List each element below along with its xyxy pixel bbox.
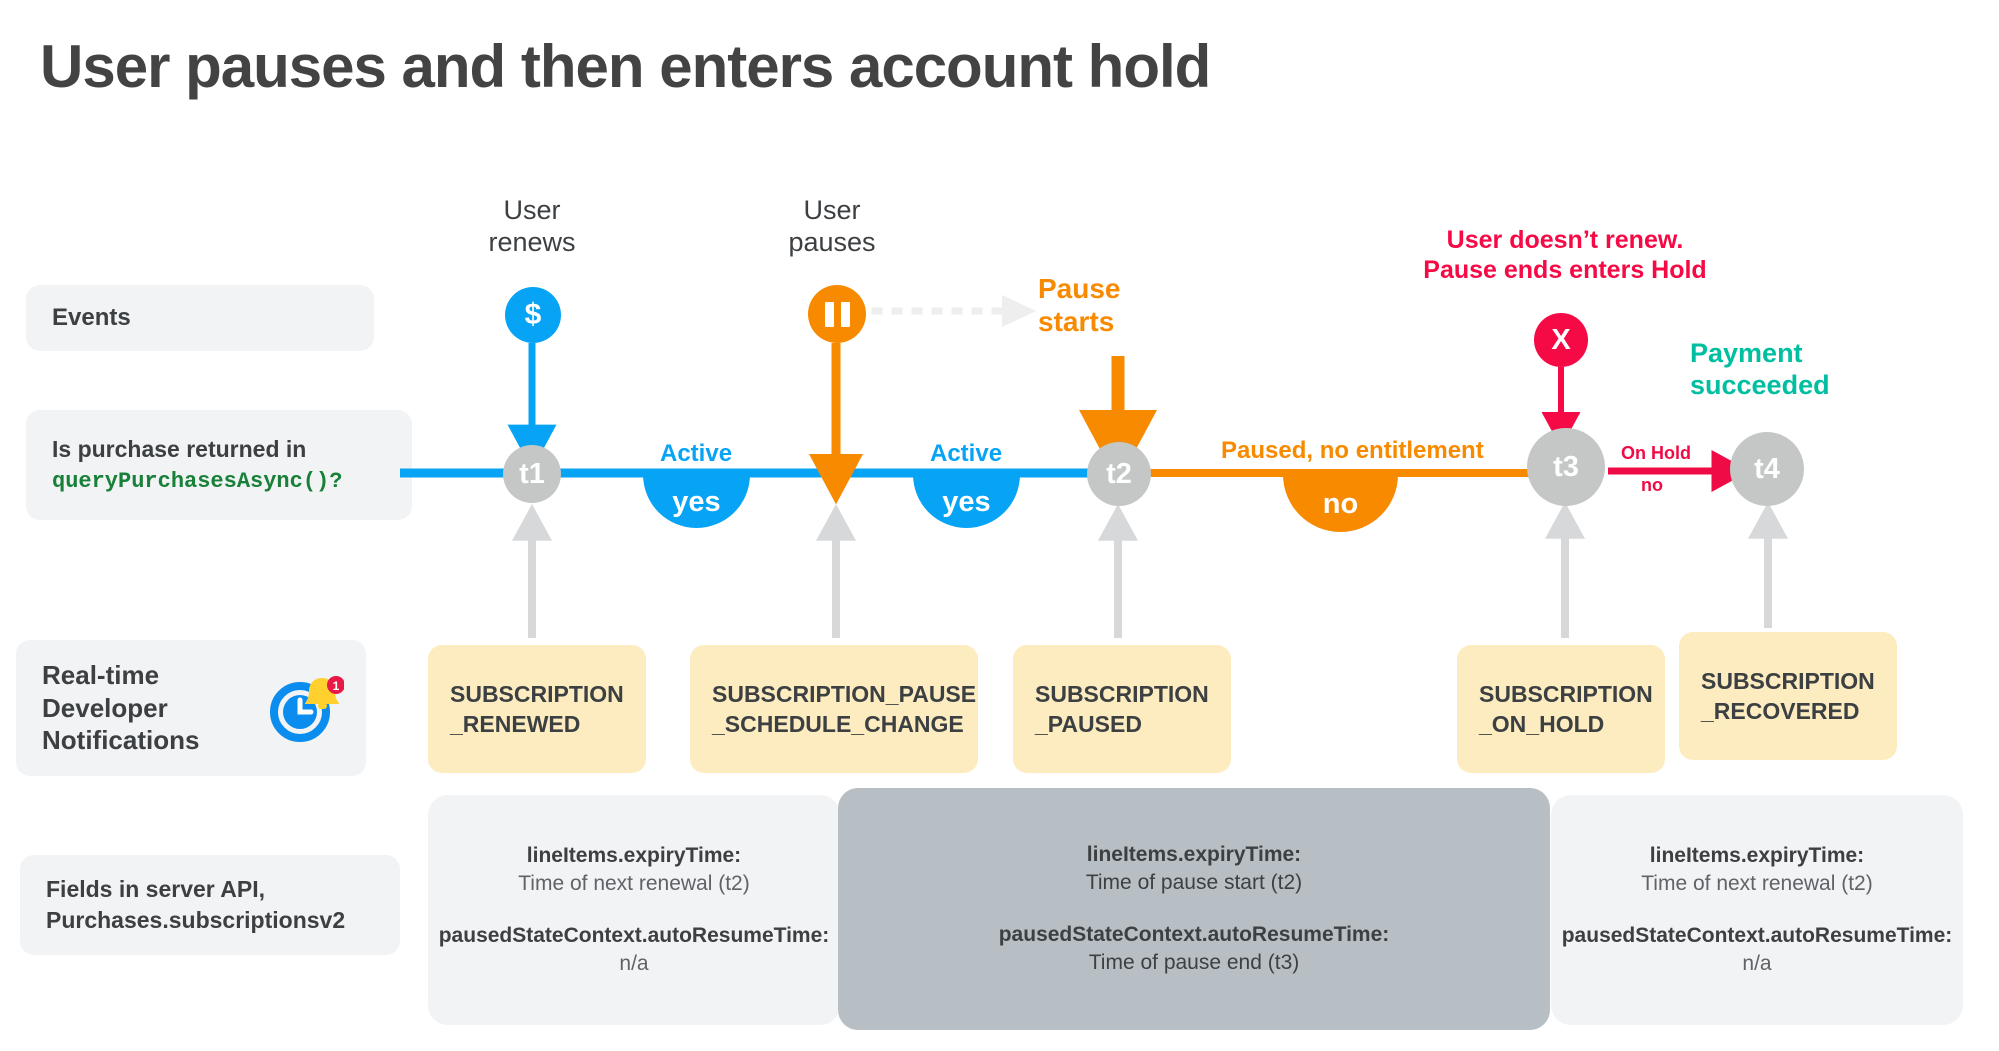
row-label-events: Events xyxy=(26,285,374,351)
answer-bubble-yes-1: yes xyxy=(643,472,750,528)
field-group-auto-resume: pausedStateContext.autoResumeTime: n/a xyxy=(439,924,830,976)
field-group-expiry: lineItems.expiryTime: Time of pause star… xyxy=(1086,843,1302,895)
query-purchases-async-code: queryPurchasesAsync()? xyxy=(52,469,343,495)
caption-line2: starts xyxy=(1038,306,1115,338)
row-label-events-text: Events xyxy=(52,304,131,331)
field-panel-recovered: lineItems.expiryTime: Time of next renew… xyxy=(1551,795,1963,1025)
rtdn-card-line2: _RENEWED xyxy=(450,711,581,737)
rtdn-label-line1: Real-time xyxy=(42,660,160,691)
rtdn-card-subscription-renewed[interactable]: SUBSCRIPTION _RENEWED xyxy=(428,645,646,773)
answer-bubble-no-1: no xyxy=(1283,472,1398,532)
field-value-expiry-time: Time of next renewal (t2) xyxy=(518,872,750,895)
field-key-auto-resume-time: pausedStateContext.autoResumeTime: xyxy=(998,923,1390,946)
field-group-auto-resume: pausedStateContext.autoResumeTime: Time … xyxy=(999,923,1390,975)
field-key-auto-resume-time: pausedStateContext.autoResumeTime: xyxy=(438,924,830,947)
answer-bubble-yes-2: yes xyxy=(913,472,1020,528)
rtdn-card-line1: SUBSCRIPTION xyxy=(1035,680,1209,707)
caption-line1: Payment xyxy=(1690,338,1803,368)
field-value-auto-resume-time: n/a xyxy=(1742,952,1772,975)
field-value-expiry-time: Time of next renewal (t2) xyxy=(1641,872,1873,895)
rtdn-card-line1: SUBSCRIPTION xyxy=(1701,667,1875,694)
caption-line2: Pause ends enters Hold xyxy=(1423,256,1707,284)
pause-icon[interactable] xyxy=(808,285,866,343)
caption-line1: User xyxy=(803,195,861,225)
row-label-server-api-fields: Fields in server API, Purchases.subscrip… xyxy=(20,855,400,955)
field-key-expiry-time: lineItems.expiryTime: xyxy=(1649,844,1865,867)
fields-label-line2: Purchases.subscriptionsv2 xyxy=(46,907,346,933)
field-group-expiry: lineItems.expiryTime: Time of next renew… xyxy=(518,844,749,896)
rtdn-card-line2: _RECOVERED xyxy=(1701,698,1860,724)
pause-bars xyxy=(824,301,850,327)
rtdn-card-subscription-on-hold[interactable]: SUBSCRIPTION _ON_HOLD xyxy=(1457,645,1665,773)
row-label-query-purchases: Is purchase returned in queryPurchasesAs… xyxy=(26,410,412,520)
rtdn-card-line1: SUBSCRIPTION xyxy=(450,680,624,707)
field-value-auto-resume-time: Time of pause end (t3) xyxy=(1088,951,1300,974)
event-caption-user-pauses: User pauses xyxy=(762,195,902,259)
query-label-line1: Is purchase returned in xyxy=(52,435,307,462)
field-panel-paused: lineItems.expiryTime: Time of pause star… xyxy=(838,788,1550,1030)
field-group-expiry: lineItems.expiryTime: Time of next renew… xyxy=(1641,844,1872,896)
state-label-active-1: Active xyxy=(660,440,733,467)
state-label-paused-no-entitlement: Paused, no entitlement xyxy=(1221,437,1484,464)
page-title: User pauses and then enters account hold xyxy=(40,33,1211,100)
rtdn-label-line3: Notifications xyxy=(42,725,200,756)
field-group-auto-resume: pausedStateContext.autoResumeTime: n/a xyxy=(1562,924,1953,976)
timeline-node-t3[interactable]: t3 xyxy=(1527,428,1605,506)
caption-line2: renews xyxy=(488,226,576,257)
rtdn-card-line2: _PAUSED xyxy=(1035,711,1142,737)
event-caption-payment-succeeded: Payment succeeded xyxy=(1690,338,1890,402)
fields-label-line1: Fields in server API, xyxy=(46,875,266,902)
rtdn-card-subscription-recovered[interactable]: SUBSCRIPTION _RECOVERED xyxy=(1679,632,1897,760)
rtdn-card-line2: _ON_HOLD xyxy=(1479,711,1605,737)
cross-x-icon[interactable]: X xyxy=(1534,313,1588,367)
field-value-expiry-time: Time of pause start (t2) xyxy=(1085,871,1303,894)
caption-line1: User xyxy=(503,195,561,225)
state-label-active-2: Active xyxy=(930,440,1003,467)
dollar-glyph: $ xyxy=(524,298,542,331)
rtdn-card-line1: SUBSCRIPTION xyxy=(1479,680,1653,707)
timeline-node-t1[interactable]: t1 xyxy=(503,445,561,503)
field-value-auto-resume-time: n/a xyxy=(619,952,649,975)
event-caption-user-doesnt-renew: User doesn’t renew. Pause ends enters Ho… xyxy=(1395,225,1735,285)
svg-text:1: 1 xyxy=(333,679,340,693)
answer-label-on-hold-no: no xyxy=(1641,475,1663,495)
event-caption-user-renews: User renews xyxy=(462,195,602,259)
row-label-rtdn: Real-time Developer Notifications 1 xyxy=(16,640,366,776)
caption-line1: Pause xyxy=(1038,273,1121,304)
caption-line1: User doesn’t renew. xyxy=(1446,226,1684,254)
field-key-expiry-time: lineItems.expiryTime: xyxy=(1086,843,1302,866)
state-label-on-hold: On Hold xyxy=(1621,443,1691,463)
rtdn-label-line2: Developer xyxy=(42,692,168,723)
rtdn-card-subscription-paused[interactable]: SUBSCRIPTION _PAUSED xyxy=(1013,645,1231,773)
field-key-expiry-time: lineItems.expiryTime: xyxy=(526,844,742,867)
timeline-node-t2[interactable]: t2 xyxy=(1087,442,1151,506)
rtdn-card-subscription-pause-schedule-change[interactable]: SUBSCRIPTION_PAUSE _SCHEDULE_CHANGE xyxy=(690,645,978,773)
x-glyph: X xyxy=(1551,323,1571,356)
rtdn-card-line2: _SCHEDULE_CHANGE xyxy=(712,711,964,737)
field-key-auto-resume-time: pausedStateContext.autoResumeTime: xyxy=(1561,924,1953,947)
rtdn-card-line1: SUBSCRIPTION_PAUSE xyxy=(712,680,977,707)
caption-line2: succeeded xyxy=(1690,369,1830,400)
timeline-node-t4[interactable]: t4 xyxy=(1730,432,1804,506)
event-caption-pause-starts: Pause starts xyxy=(1038,272,1198,338)
clock-bell-notification-icon: 1 xyxy=(268,672,345,744)
field-panel-renewed: lineItems.expiryTime: Time of next renew… xyxy=(428,795,840,1025)
caption-line2: pauses xyxy=(788,226,876,257)
dotted-transition-arrow xyxy=(871,295,1036,327)
dollar-money-icon[interactable]: $ xyxy=(505,287,561,343)
